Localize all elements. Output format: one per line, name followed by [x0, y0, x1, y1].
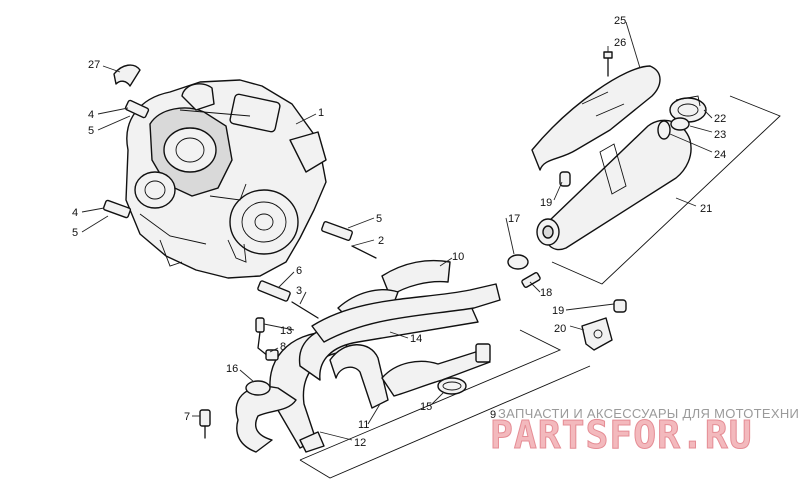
callout-5-lower: 5	[72, 227, 78, 239]
callout-12: 12	[354, 437, 366, 449]
callout-9: 9	[490, 409, 496, 421]
gasket-23	[670, 117, 690, 131]
leader-lines	[81, 21, 713, 441]
watermark-logo: PARTSFOR.RU	[490, 413, 753, 457]
engine-stud-bottom	[257, 280, 291, 302]
muffler-21	[536, 119, 692, 251]
engine-stud-lower	[102, 199, 132, 219]
assembly-box-21	[551, 95, 781, 285]
gasket-16	[245, 380, 271, 396]
callout-6: 6	[296, 265, 302, 277]
bracket-20	[581, 317, 613, 351]
callout-26: 26	[614, 37, 626, 49]
callout-18: 18	[540, 287, 552, 299]
y-pipe	[311, 283, 501, 343]
tailpipe-22	[669, 95, 707, 123]
callout-19-lower: 19	[552, 305, 564, 317]
callout-5-right: 5	[376, 213, 382, 225]
callout-27: 27	[88, 59, 100, 71]
callout-8: 8	[280, 341, 286, 353]
sensor-8	[265, 349, 279, 361]
callout-17: 17	[508, 213, 520, 225]
grommet-19-lower	[613, 299, 627, 313]
callout-16: 16	[226, 363, 238, 375]
bolt-7	[199, 409, 211, 439]
clamp-15	[437, 377, 467, 395]
spring-18	[521, 272, 541, 288]
watermark-caption: ЗАПЧАСТИ И АКСЕССУАРЫ ДЛЯ МОТОТЕХНИКИ	[498, 406, 800, 421]
callout-15: 15	[420, 401, 432, 413]
callout-10: 10	[452, 251, 464, 263]
callout-4-lower: 4	[72, 207, 78, 219]
engine-stud-right	[321, 221, 353, 241]
callout-21: 21	[700, 203, 712, 215]
callout-23: 23	[714, 129, 726, 141]
callout-24: 24	[714, 149, 726, 161]
callout-1: 1	[318, 107, 324, 119]
callout-14: 14	[410, 333, 422, 345]
callout-22: 22	[714, 113, 726, 125]
callout-3: 3	[296, 285, 302, 297]
engine-assembly	[125, 79, 327, 279]
callout-25: 25	[614, 15, 626, 27]
engine-stud-upper	[124, 99, 150, 119]
assembly-box-9	[299, 329, 591, 479]
callout-20: 20	[554, 323, 566, 335]
screw-26	[603, 51, 613, 77]
callout-13: 13	[280, 325, 292, 337]
callout-7: 7	[184, 411, 190, 423]
bolt-3	[291, 301, 319, 319]
callout-19-upper: 19	[540, 197, 552, 209]
header-pipe-11	[329, 343, 491, 409]
heat-shield-25	[531, 65, 661, 171]
callout-11: 11	[358, 419, 369, 431]
callout-2: 2	[378, 235, 384, 247]
o2-sensor-13	[255, 317, 269, 357]
callout-5-upper: 5	[88, 125, 94, 137]
clamp-24	[657, 120, 671, 140]
bolt-2	[351, 245, 377, 259]
gasket-27	[113, 64, 141, 87]
grommet-19-upper	[559, 171, 571, 187]
gasket-17	[507, 254, 529, 270]
callout-4-upper: 4	[88, 109, 94, 121]
